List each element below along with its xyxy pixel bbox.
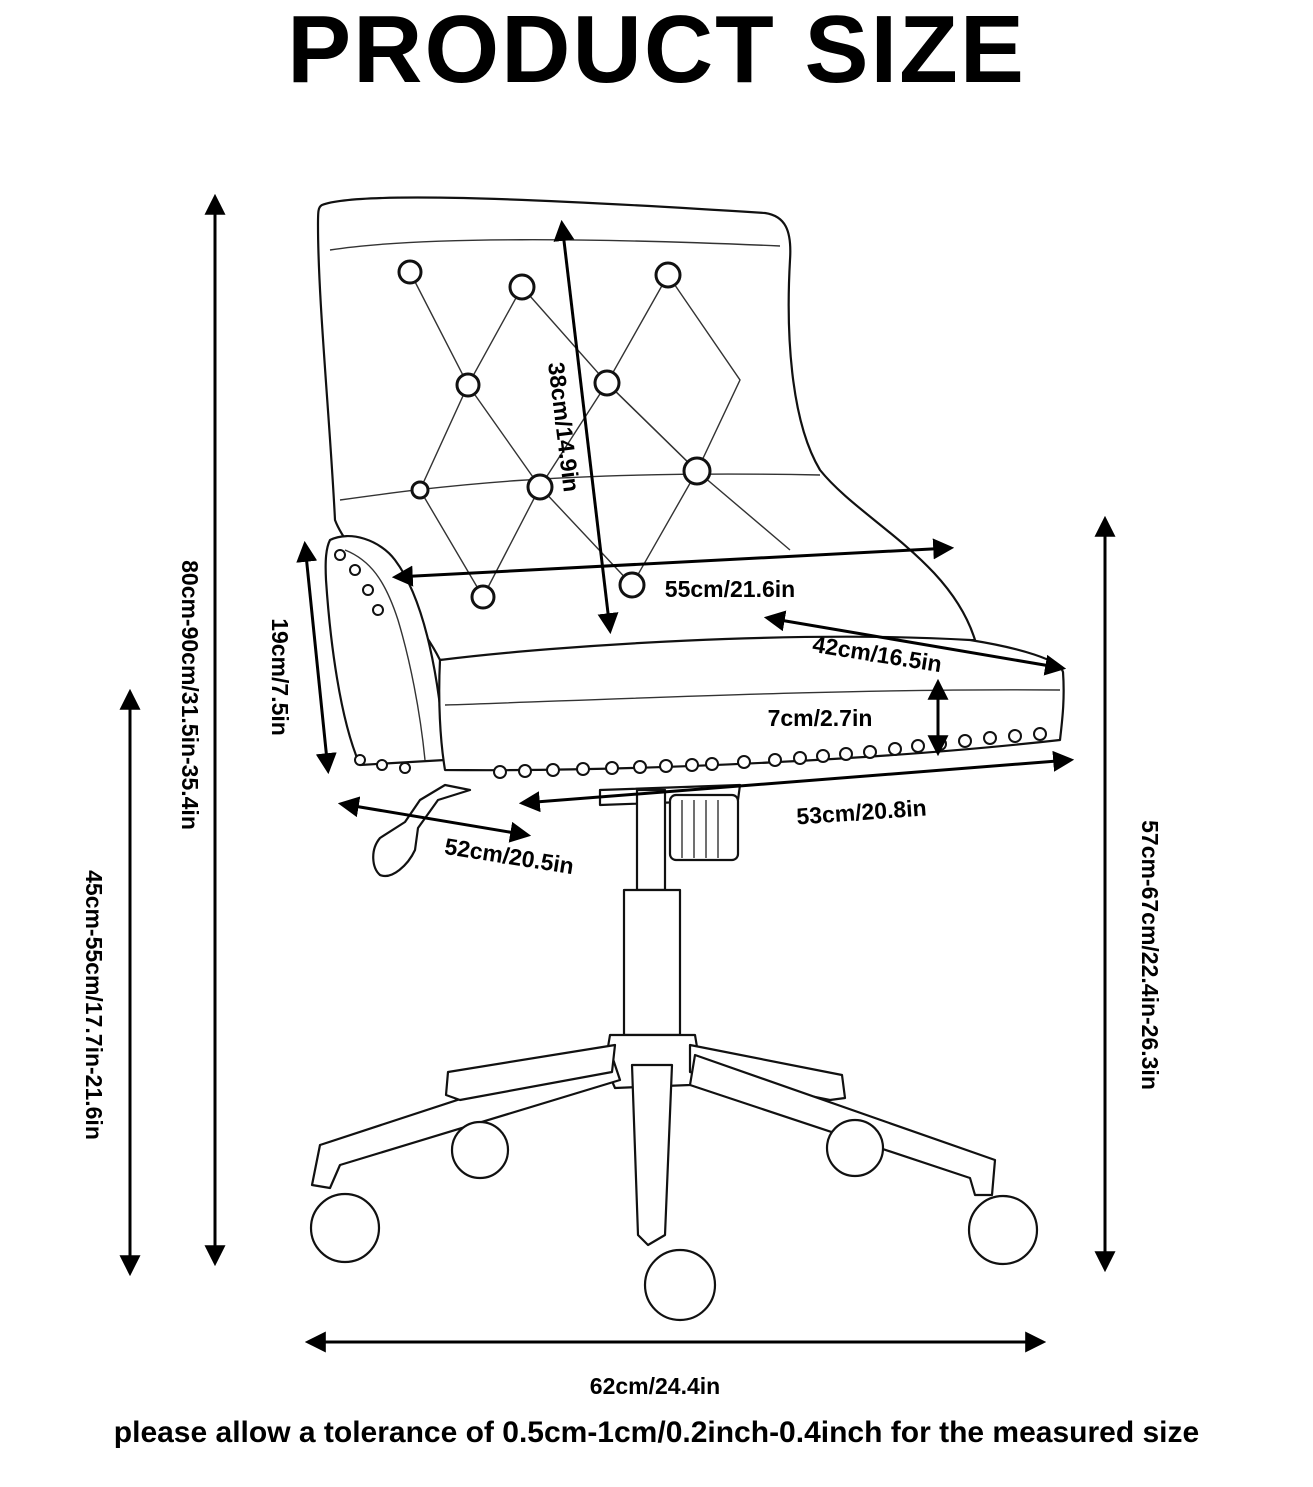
arrow-armrest-height bbox=[296, 540, 337, 775]
label-base-width: 62cm/24.4in bbox=[590, 1373, 720, 1399]
base-leg-rear-right bbox=[688, 1043, 847, 1102]
arrow-back-width bbox=[391, 538, 955, 587]
label-armrest-top-height: 57cm-67cm/22.4in-26.3in bbox=[1137, 820, 1163, 1090]
arrow-seat-width bbox=[518, 750, 1075, 813]
label-seat-thickness: 7cm/2.7in bbox=[768, 705, 873, 731]
arrow-overall-depth bbox=[337, 796, 532, 843]
base-leg-front bbox=[630, 1063, 674, 1247]
chair-seat bbox=[438, 635, 1065, 772]
gas-lift-upper bbox=[635, 788, 667, 892]
label-back-width: 55cm/21.6in bbox=[665, 576, 795, 602]
caster-front-right bbox=[967, 1194, 1039, 1266]
chair-illustration bbox=[309, 196, 1065, 1322]
dimension-arrows bbox=[119, 193, 1116, 1353]
caster-front bbox=[643, 1248, 717, 1322]
arrow-seat-depth bbox=[763, 610, 1067, 676]
label-armrest-height: 19cm/7.5in bbox=[267, 618, 293, 736]
label-total-height: 80cm-90cm/31.5in-35.4in bbox=[177, 560, 203, 830]
caster-rear-right bbox=[825, 1118, 885, 1178]
label-seat-width: 53cm/20.8in bbox=[795, 795, 927, 830]
label-seat-height: 45cm-55cm/17.7in-21.6in bbox=[81, 870, 107, 1140]
gas-lift-lower bbox=[622, 888, 682, 1037]
caster-rear-left bbox=[450, 1120, 510, 1180]
page-title: PRODUCT SIZE bbox=[287, 0, 1026, 103]
height-lever bbox=[372, 783, 472, 878]
label-overall-depth: 52cm/20.5in bbox=[443, 833, 576, 879]
tolerance-note: please allow a tolerance of 0.5cm-1cm/0.… bbox=[113, 1416, 1200, 1449]
caster-front-left bbox=[309, 1192, 381, 1264]
base-leg-rear-left bbox=[444, 1043, 617, 1102]
